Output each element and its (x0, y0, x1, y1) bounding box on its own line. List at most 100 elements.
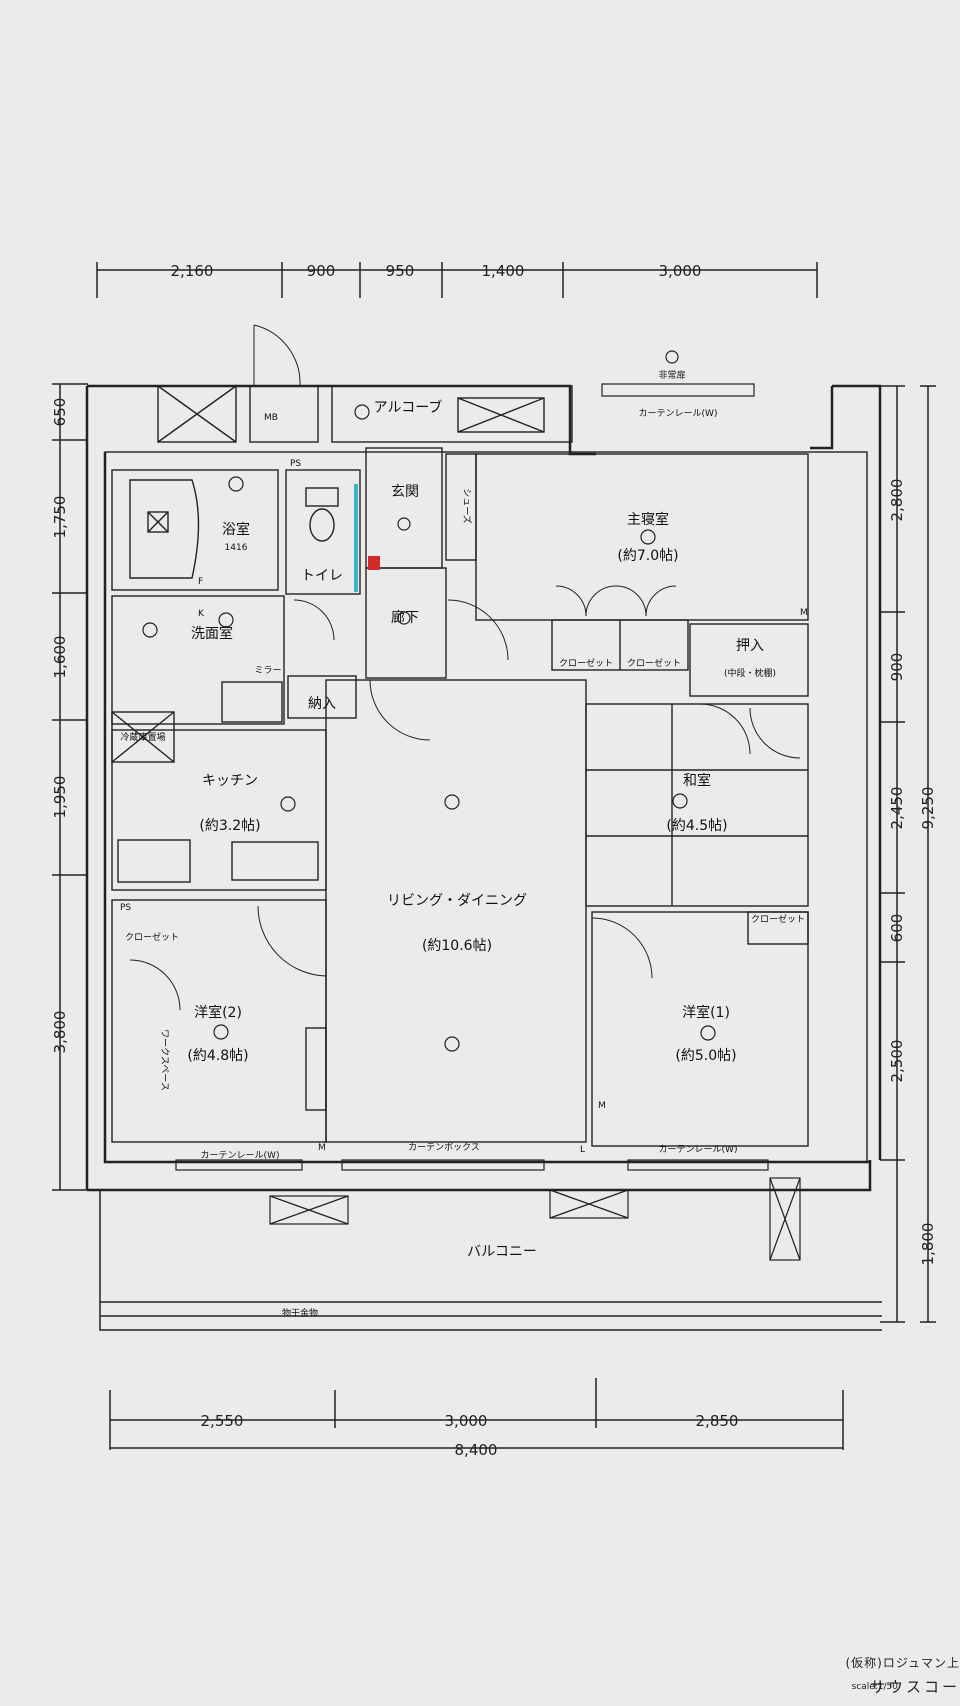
f-marker (665, 350, 679, 364)
window-top (601, 383, 755, 397)
alcove-area (331, 385, 573, 443)
top-dimension-line (96, 262, 818, 298)
label-closet-c: クローゼット (125, 931, 179, 943)
label-washroom: 洗面室 (191, 625, 233, 642)
balcony-unit-2 (549, 1189, 629, 1219)
teal-accent (354, 484, 358, 592)
mark-meter: MB (264, 413, 278, 423)
room-labels: アルコーブ 浴室 1416 トイレ 玄関 廊下 主寝室 (約7.0帖) 洗面室 … (120, 369, 805, 1319)
light-fixtures (142, 404, 716, 1052)
mb-box (249, 385, 319, 443)
mark-m-2: M (318, 1143, 326, 1153)
washitsu (585, 703, 809, 907)
dim-right-3: 2,450 (888, 787, 906, 830)
label-washitsu-size: (約4.5帖) (666, 818, 727, 834)
label-mirror: ミラー (254, 665, 281, 676)
dim-left-5: 3,800 (51, 1011, 69, 1054)
label-closet-b: クローゼット (627, 657, 681, 669)
dim-top-5: 3,000 (659, 262, 702, 280)
stove (231, 841, 319, 881)
label-curtain-rail-4: カーテンレール(W) (659, 1144, 738, 1155)
label-living: リビング・ダイニング (387, 893, 527, 909)
label-washitsu: 和室 (683, 772, 711, 789)
dim-bottom-total: 8,400 (455, 1441, 498, 1459)
project-name: (仮称)ロジュマン上 (845, 1656, 960, 1670)
western-room-1 (591, 911, 809, 1147)
marks: M M M L K F PS PS MB (120, 413, 808, 1155)
windows (175, 350, 801, 1261)
label-oshiire-note: (中段・枕棚) (724, 667, 776, 679)
dim-top-1: 2,160 (171, 262, 214, 280)
label-western1-size: (約5.0帖) (675, 1048, 736, 1064)
bottom-dimension-line (109, 1378, 844, 1450)
right-dimension-labels: 2,800 900 2,450 600 2,500 9,250 1,800 (888, 479, 937, 1266)
plan-name: サウスコー (869, 1678, 960, 1696)
label-closet-d: クローゼット (751, 913, 805, 925)
top-dimension-labels: 2,160 900 950 1,400 3,000 (171, 262, 702, 280)
label-entrance: 玄関 (391, 483, 419, 500)
right-dimension-line (880, 385, 936, 1323)
label-fridge: 冷蔵庫置場 (120, 731, 165, 743)
label-western2-side: ワークスペース (159, 1029, 170, 1091)
label-storage: 納入 (308, 696, 336, 712)
fridge-area (111, 711, 175, 763)
dim-right-5: 2,500 (888, 1040, 906, 1083)
western1-closet (747, 911, 809, 945)
window-w2 (175, 1159, 303, 1171)
mark-ps-1: PS (290, 459, 301, 469)
door-swings (129, 324, 801, 1011)
toilet-bowl (309, 508, 335, 542)
label-master-bedroom-size: (約7.0帖) (617, 548, 678, 564)
alcove-box (457, 397, 545, 433)
label-living-size: (約10.6帖) (422, 938, 492, 954)
bathtub (129, 479, 200, 579)
mark-ps-2: PS (120, 903, 131, 913)
mark-f: F (198, 577, 203, 587)
dim-left-4: 1,950 (51, 776, 69, 819)
label-master-bedroom: 主寝室 (627, 511, 669, 528)
dim-right-4: 600 (888, 914, 906, 943)
dim-left-2: 1,750 (51, 496, 69, 539)
dim-left-3: 1,600 (51, 636, 69, 679)
label-kitchen-size: (約3.2帖) (199, 818, 260, 834)
balcony-outline (99, 1190, 882, 1331)
label-bath-size: 1416 (225, 543, 248, 553)
window-w1 (627, 1159, 769, 1171)
label-hallway: 廊下 (391, 609, 419, 626)
dim-bottom-3: 2,850 (696, 1412, 739, 1430)
label-kitchen: キッチン (202, 773, 258, 789)
mark-l: L (580, 1145, 585, 1155)
window-ld (341, 1159, 545, 1171)
washroom (111, 595, 285, 725)
storage-box (287, 675, 357, 719)
dim-right-2: 900 (888, 653, 906, 682)
hallway-area (365, 567, 447, 679)
label-curtain-rail-1: カーテンレール(W) (201, 1150, 280, 1161)
label-closet-a: クローゼット (559, 657, 613, 669)
label-western2-size: (約4.8帖) (187, 1048, 248, 1064)
label-bath: 浴室 (222, 521, 250, 538)
sink (117, 839, 191, 883)
dim-top-4: 1,400 (482, 262, 525, 280)
dim-left-1: 650 (51, 398, 69, 427)
dim-top-3: 950 (386, 262, 415, 280)
label-shoes: シューズ (461, 488, 473, 524)
title-block: (仮称)ロジュマン上 scale:1/50 サウスコー (800, 1648, 960, 1706)
label-laundry-pole: 物干金物 (282, 1307, 318, 1319)
drain (147, 511, 169, 533)
dim-bottom-1: 2,550 (201, 1412, 244, 1430)
label-western1: 洋室(1) (682, 1004, 730, 1021)
oshiire (689, 623, 809, 697)
scale: scale:1/50 (851, 1682, 898, 1692)
dim-top-2: 900 (307, 262, 336, 280)
red-accent (368, 556, 380, 570)
bottom-dimension-labels: 2,550 3,000 2,850 8,400 (201, 1412, 739, 1459)
bath-room (111, 469, 279, 591)
mark-k: K (198, 609, 205, 619)
left-dimension-labels: 650 1,750 1,600 1,950 3,800 (51, 398, 69, 1054)
label-curtain-rail-3: カーテンボックス (408, 1142, 480, 1153)
meter-box (157, 385, 237, 443)
dim-bottom-2: 3,000 (445, 1412, 488, 1430)
